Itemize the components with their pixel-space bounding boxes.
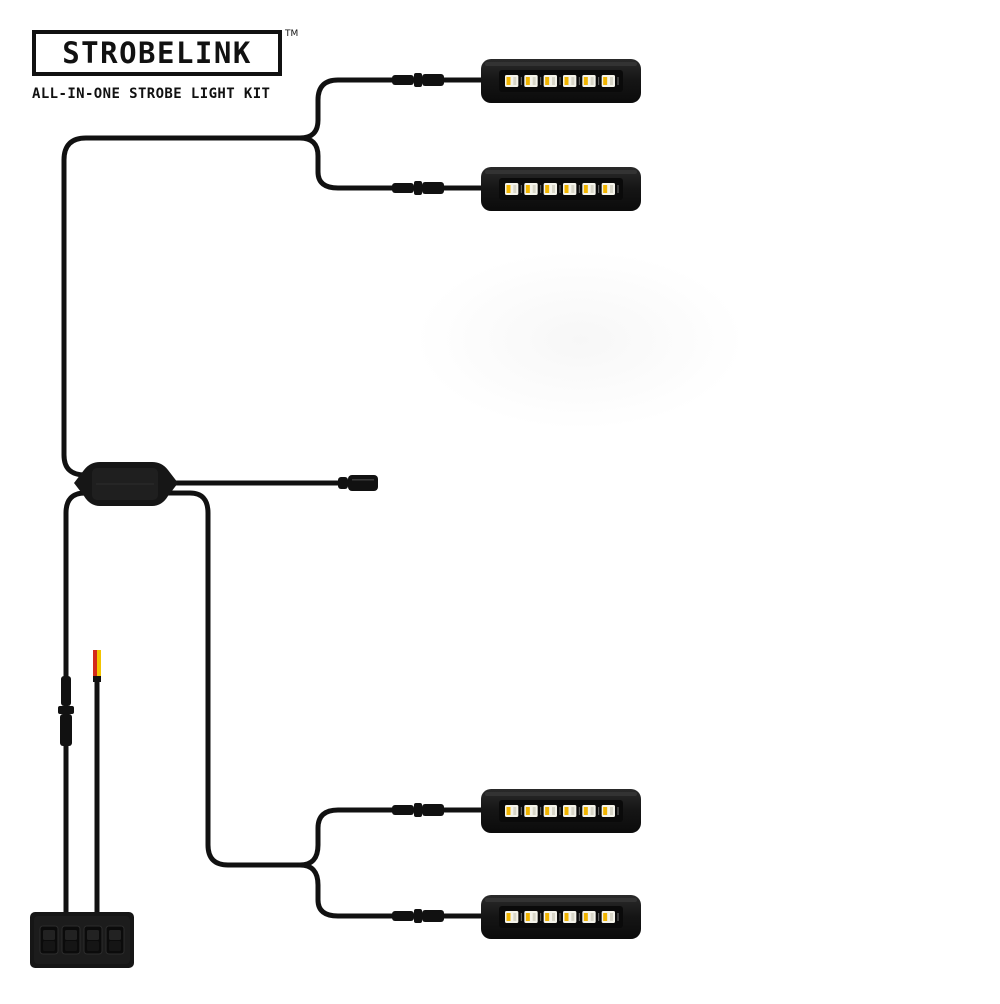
led-cell xyxy=(601,75,619,87)
inline-wire-connector xyxy=(58,676,74,746)
cable-trunk-lower xyxy=(162,490,303,868)
switch-panel xyxy=(30,912,134,968)
led-cell xyxy=(543,805,561,817)
plug-connector-bar-3 xyxy=(392,803,444,817)
led-cell xyxy=(524,183,542,195)
yellow-wire xyxy=(97,650,101,682)
led-cell xyxy=(543,183,561,195)
light-bars xyxy=(481,59,641,939)
rocker-switch-2 xyxy=(61,925,81,955)
cable-to-inline-connector xyxy=(63,490,88,681)
led-cell xyxy=(582,183,600,195)
brand-name: STROBELINK xyxy=(62,35,252,70)
led-cell xyxy=(601,805,619,817)
led-cell xyxy=(582,75,600,87)
led-cell xyxy=(601,911,619,923)
trademark-mark: TM xyxy=(285,29,299,39)
extension-end-connector xyxy=(338,475,378,491)
led-cell xyxy=(543,75,561,87)
plug-connector-bar-2 xyxy=(392,181,444,195)
led-cell xyxy=(505,75,522,87)
cable-branch-bar-2 xyxy=(297,135,398,191)
strobe-light-bar-1 xyxy=(481,59,641,103)
led-cell xyxy=(582,805,600,817)
rocker-switch-1 xyxy=(39,925,59,955)
led-cell xyxy=(524,911,542,923)
cable-harness xyxy=(61,77,488,919)
led-cell xyxy=(524,805,542,817)
controller-module xyxy=(74,462,178,506)
cable-branch-bar-4 xyxy=(297,862,398,919)
cable-trunk-upper xyxy=(61,135,303,478)
led-cell xyxy=(563,805,580,817)
strobe-light-bar-3 xyxy=(481,789,641,833)
led-cell xyxy=(601,183,619,195)
led-cell xyxy=(505,805,522,817)
led-cell xyxy=(563,183,580,195)
rocker-switch-3 xyxy=(83,925,103,955)
led-cell xyxy=(505,911,522,923)
brand-logo: STROBELINK xyxy=(32,30,282,76)
rocker-switches xyxy=(39,925,125,955)
cable-branch-bar-3 xyxy=(297,807,398,868)
plug-connector-bar-4 xyxy=(392,909,444,923)
led-cell xyxy=(524,75,542,87)
led-cell xyxy=(563,911,580,923)
power-wire-tip xyxy=(93,650,101,682)
led-cell xyxy=(505,183,522,195)
led-cell xyxy=(582,911,600,923)
red-wire xyxy=(93,650,97,682)
rocker-switch-4 xyxy=(105,925,125,955)
plug-connectors xyxy=(58,73,444,923)
led-cell xyxy=(563,75,580,87)
cable-branch-bar-1 xyxy=(297,77,398,141)
plug-connector-bar-1 xyxy=(392,73,444,87)
brand-tagline: ALL-IN-ONE STROBE LIGHT KIT xyxy=(32,86,271,102)
background-glow xyxy=(415,250,745,430)
led-cell xyxy=(543,911,561,923)
strobe-light-bar-4 xyxy=(481,895,641,939)
strobe-light-bar-2 xyxy=(481,167,641,211)
